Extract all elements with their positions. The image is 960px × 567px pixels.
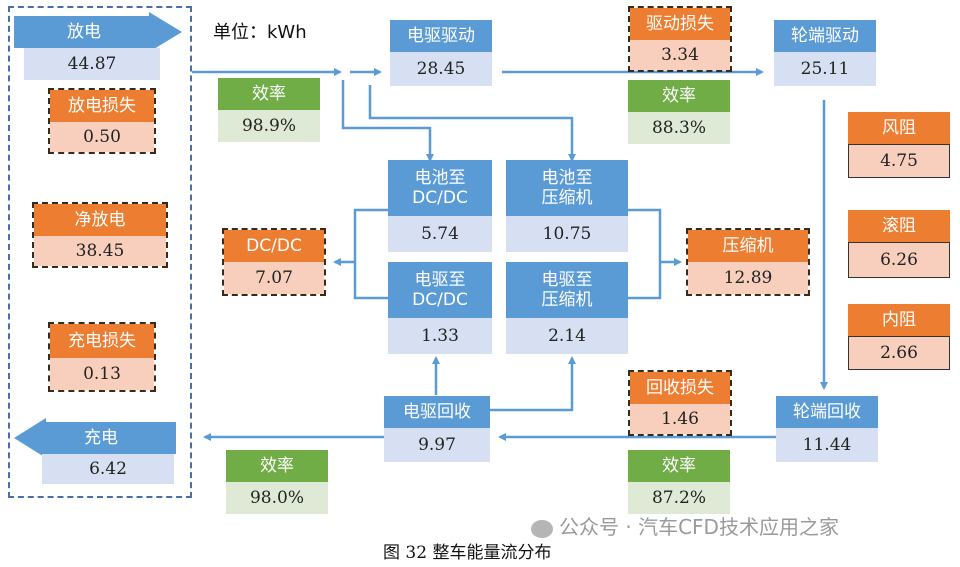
motor-drive-label: 电驱驱动 [390,20,492,52]
wind-resistance-node: 风阻 4.75 [848,112,950,178]
wheel-drive-value: 25.11 [774,52,876,86]
net-discharge-node: 净放电 38.45 [32,202,168,268]
charge-loss-node: 充电损失 0.13 [48,322,156,392]
discharge-efficiency-node: 效率 98.9% [218,78,320,142]
rolling-resistance-node: 滚阻 6.26 [848,210,950,278]
charge-efficiency-node: 效率 98.0% [226,450,328,514]
wechat-icon [531,519,553,538]
motor-regen-value: 9.97 [384,428,490,462]
discharge-loss-label: 放电损失 [50,90,154,122]
regen-loss-label: 回收损失 [630,372,730,404]
charge-efficiency-value: 98.0% [226,482,328,514]
motor-to-compressor-label: 电驱至 压缩机 [506,262,628,318]
drive-efficiency-label: 效率 [628,80,730,112]
arrow-to-compressor [628,208,662,300]
drive-loss-node: 驱动损失 3.34 [628,6,732,72]
regen-efficiency-label: 效率 [628,450,730,482]
charge-arrow-icon [14,418,176,458]
discharge-loss-node: 放电损失 0.50 [48,88,156,154]
regen-efficiency-value: 87.2% [628,482,730,514]
arrow-to-batt-comp [368,85,576,162]
rolling-resistance-value: 6.26 [848,242,950,278]
wheel-regen-label: 轮端回收 [776,396,878,428]
motor-to-dcdc-node: 电驱至 DC/DC 1.33 [388,262,492,354]
discharge-value: 44.87 [24,48,160,80]
arrow-to-batt-dcdc [341,80,434,162]
motor-to-compressor-node: 电驱至 压缩机 2.14 [506,262,628,354]
drive-efficiency-value: 88.3% [628,112,730,144]
charge-value: 6.42 [42,454,174,484]
dcdc-node: DC/DC 7.07 [222,228,326,296]
wheel-drive-label: 轮端驱动 [774,20,876,52]
wheel-drive-node: 轮端驱动 25.11 [774,20,876,86]
wheel-regen-value: 11.44 [776,428,878,462]
charge-efficiency-label: 效率 [226,450,328,482]
compressor-label: 压缩机 [688,230,808,262]
watermark: 公众号 · 汽车CFD技术应用之家 [531,511,839,540]
drive-efficiency-node: 效率 88.3% [628,80,730,144]
battery-to-compressor-label: 电池至 压缩机 [506,160,628,216]
charge-label: 充电 [84,428,118,448]
rolling-resistance-label: 滚阻 [848,210,950,242]
dcdc-value: 7.07 [224,262,324,294]
wind-resistance-label: 风阻 [848,112,950,144]
motor-drive-node: 电驱驱动 28.45 [390,20,492,86]
wind-resistance-value: 4.75 [848,144,950,178]
figure-caption: 图 32 整车能量流分布 [383,543,552,563]
discharge-efficiency-label: 效率 [218,78,320,110]
regen-loss-node: 回收损失 1.46 [628,370,732,436]
drive-loss-value: 3.34 [630,40,730,70]
battery-to-dcdc-label: 电池至 DC/DC [388,160,492,216]
arrow-to-dcdc [353,208,388,300]
discharge-label: 放电 [67,22,101,42]
motor-to-dcdc-label: 电驱至 DC/DC [388,262,492,318]
battery-to-dcdc-value: 5.74 [388,216,492,252]
motor-drive-value: 28.45 [390,52,492,86]
internal-resistance-label: 内阻 [848,304,950,336]
battery-to-compressor-node: 电池至 压缩机 10.75 [506,160,628,252]
regen-loss-value: 1.46 [630,404,730,434]
dcdc-label: DC/DC [224,230,324,262]
arrow-regen-to-drive-comp [490,356,576,412]
battery-to-compressor-value: 10.75 [506,216,628,252]
motor-regen-label: 电驱回收 [384,396,490,428]
watermark-text: 公众号 · 汽车CFD技术应用之家 [559,515,839,539]
discharge-arrow-icon [14,12,182,52]
motor-to-compressor-value: 2.14 [506,318,628,354]
discharge-loss-value: 0.50 [50,122,154,152]
motor-to-dcdc-value: 1.33 [388,318,492,354]
compressor-node: 压缩机 12.89 [686,228,810,296]
battery-boundary [8,6,192,498]
charge-loss-label: 充电损失 [50,324,154,358]
wheel-regen-node: 轮端回收 11.44 [776,396,878,462]
unit-label: 单位：kWh [213,22,307,43]
charge-loss-value: 0.13 [50,358,154,390]
discharge-efficiency-value: 98.9% [218,110,320,142]
motor-regen-node: 电驱回收 9.97 [384,396,490,462]
drive-loss-label: 驱动损失 [630,8,730,40]
battery-to-dcdc-node: 电池至 DC/DC 5.74 [388,160,492,252]
net-discharge-value: 38.45 [34,236,166,266]
net-discharge-label: 净放电 [34,204,166,236]
internal-resistance-node: 内阻 2.66 [848,304,950,370]
compressor-value: 12.89 [688,262,808,294]
regen-efficiency-node: 效率 87.2% [628,450,730,514]
internal-resistance-value: 2.66 [848,336,950,370]
